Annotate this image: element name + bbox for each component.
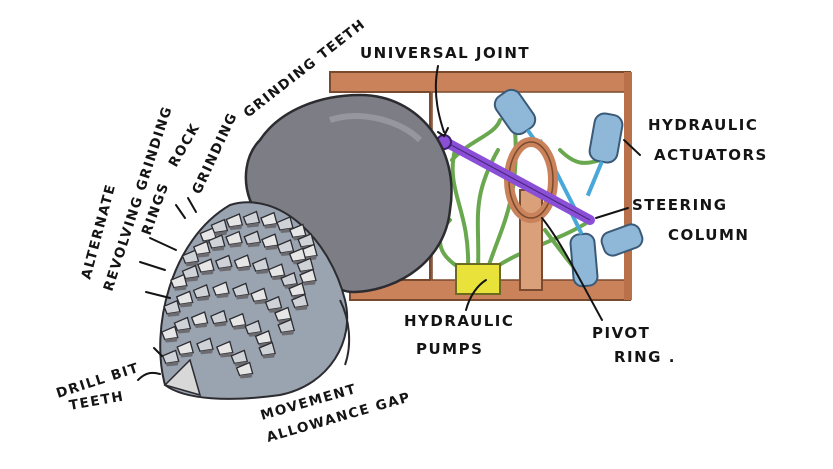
frame-right-wall bbox=[624, 72, 632, 300]
label-hydraulic-actuators-1: HYDRAULIC bbox=[648, 116, 758, 134]
label-rock: ROCK bbox=[166, 120, 204, 170]
label-steering-column-1: STEERING bbox=[632, 196, 728, 214]
arrow-rings-1 bbox=[140, 262, 165, 270]
label-pivot-ring-1: PIVOT bbox=[592, 324, 650, 342]
arrow-rings-3 bbox=[150, 238, 176, 250]
pivot-post bbox=[520, 190, 542, 290]
label-hydraulic-actuators-2: ACTUATORS bbox=[654, 146, 768, 164]
arrow-drill-bit bbox=[138, 373, 160, 380]
label-hydraulic-pumps-1: HYDRAULIC bbox=[404, 312, 514, 330]
label-hydraulic-pumps-2: PUMPS bbox=[416, 340, 483, 358]
label-grinding: GRINDING bbox=[189, 110, 241, 197]
label-universal-joint: UNIVERSAL JOINT bbox=[360, 44, 530, 62]
label-pivot-ring-2: RING . bbox=[614, 348, 676, 366]
pump-body bbox=[456, 264, 500, 294]
hydraulic-pump bbox=[456, 264, 500, 294]
label-steering-column-2: COLUMN bbox=[668, 226, 749, 244]
